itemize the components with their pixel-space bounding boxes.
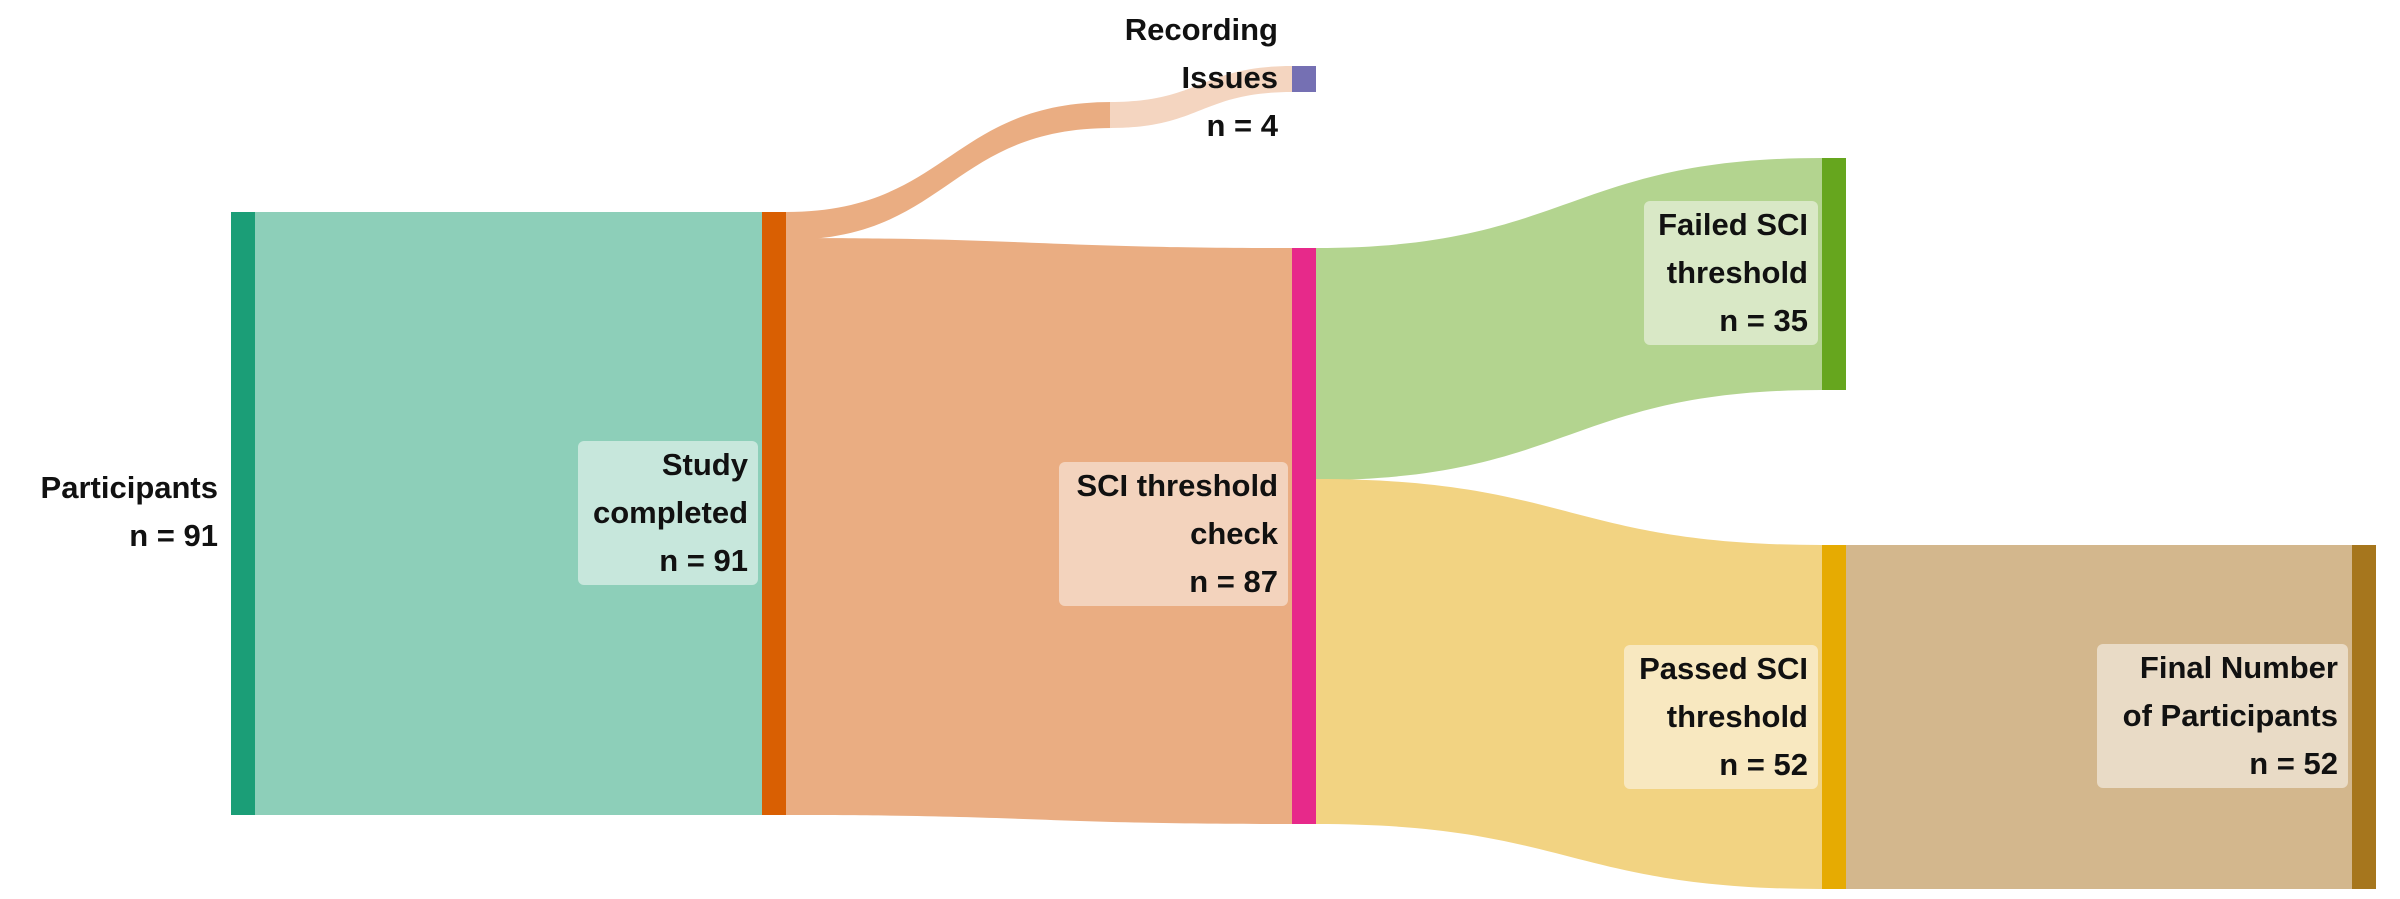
label-participants-count: n = 91	[129, 518, 218, 553]
flow-study-to-recording	[786, 102, 1112, 240]
label-failed-sci: Failed SCI threshold n = 35	[1644, 201, 1818, 345]
node-bar-final	[2352, 545, 2376, 889]
label-study-count: n = 91	[659, 543, 748, 578]
label-passed-name-2: threshold	[1666, 699, 1808, 734]
flow-study-to-recording-tail	[1110, 66, 1292, 128]
label-failed-name-1: Failed SCI	[1658, 207, 1808, 242]
label-final-participants: Final Number of Participants n = 52	[2097, 644, 2348, 788]
label-passed-sci: Passed SCI threshold n = 52	[1624, 645, 1818, 789]
label-recording-name-1: Recording	[1124, 12, 1278, 47]
label-recording-name-2: Issues	[1181, 60, 1278, 95]
label-study-name-1: Study	[661, 447, 748, 482]
label-sci-count: n = 87	[1189, 564, 1278, 599]
flow-participants-to-study	[255, 212, 762, 815]
node-bar-passed	[1822, 545, 1846, 889]
label-study-name-2: completed	[592, 495, 748, 530]
label-passed-count: n = 52	[1719, 747, 1808, 782]
node-bar-participants	[231, 212, 255, 815]
label-final-name-2: of Participants	[2122, 698, 2338, 733]
label-final-name-1: Final Number	[2139, 650, 2338, 685]
label-sci-name-2: check	[1190, 516, 1278, 551]
label-participants-name: Participants	[40, 470, 218, 505]
label-sci-threshold-check: SCI threshold check n = 87	[1059, 462, 1288, 606]
label-recording-count: n = 4	[1206, 108, 1278, 143]
label-failed-name-2: threshold	[1666, 255, 1808, 290]
label-recording-issues: Recording Issues n = 4	[1080, 6, 1278, 150]
label-failed-count: n = 35	[1719, 303, 1808, 338]
label-final-count: n = 52	[2249, 746, 2338, 781]
node-bar-study	[762, 212, 786, 815]
label-study-completed: Study completed n = 91	[578, 441, 758, 585]
flow-study-to-sci	[786, 238, 1292, 824]
node-bar-failed	[1822, 158, 1846, 390]
node-bar-sci	[1292, 248, 1316, 824]
node-bar-recording	[1292, 66, 1316, 92]
label-passed-name-1: Passed SCI	[1639, 651, 1808, 686]
label-participants: Participants n = 91	[20, 464, 218, 560]
label-sci-name-1: SCI threshold	[1076, 468, 1278, 503]
